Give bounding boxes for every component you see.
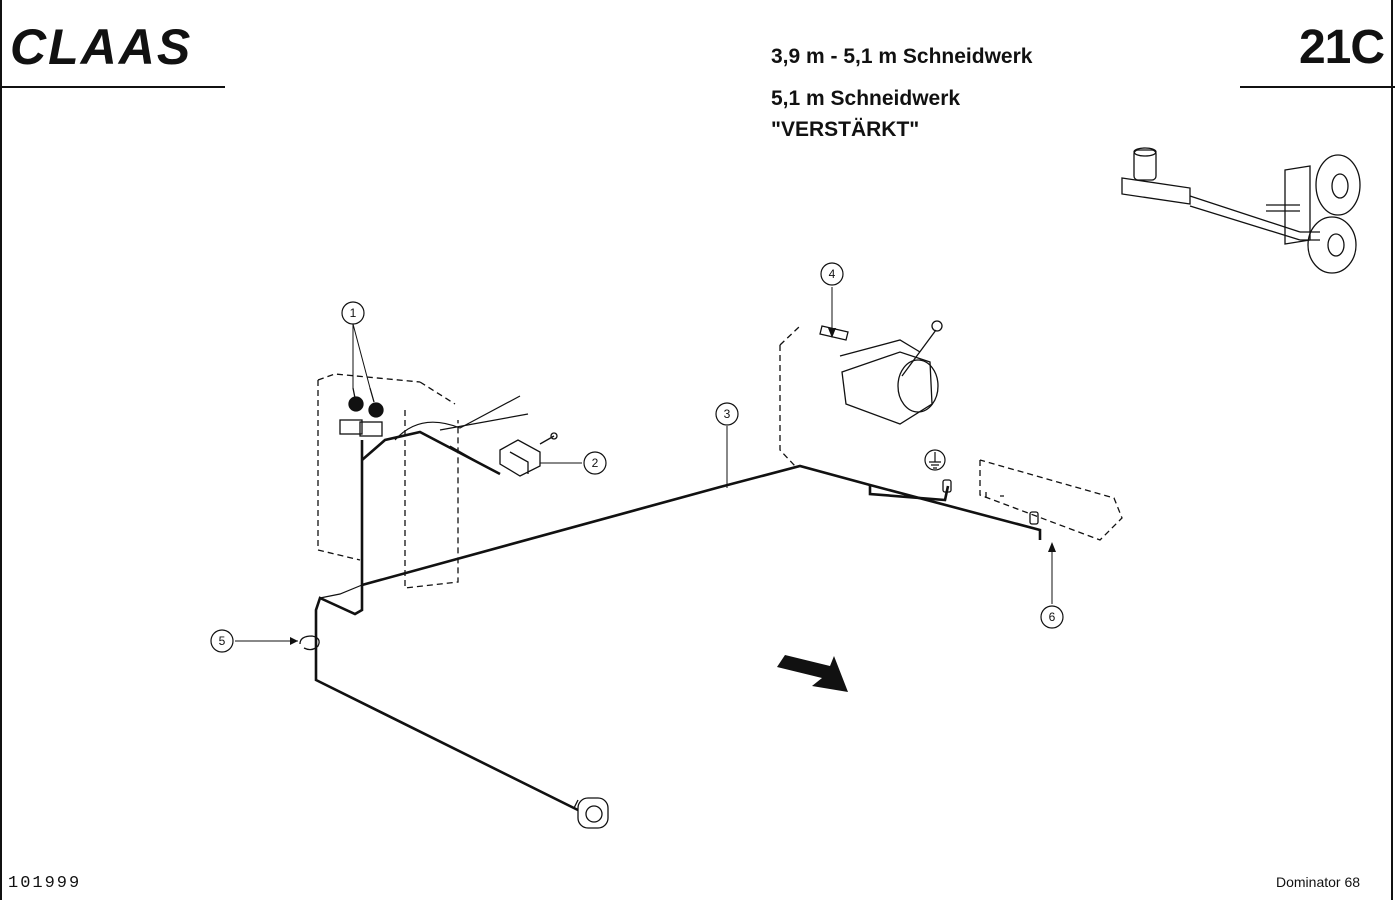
- wiring-harness: [314, 430, 1042, 818]
- logo-text: CLAAS: [10, 19, 192, 70]
- header-rule-left: [0, 86, 225, 88]
- callout-5: 5: [210, 629, 234, 653]
- header-rule-right: [1240, 86, 1395, 88]
- callout-5-label: 5: [219, 634, 226, 648]
- toggle-switch: [499, 432, 558, 477]
- harness-branches: [319, 395, 529, 599]
- callout-4-label: 4: [829, 267, 836, 281]
- callout-6-label: 6: [1049, 610, 1056, 624]
- title-line-1: 3,9 m - 5,1 m Schneidwerk: [771, 45, 1033, 68]
- page-number: 21C: [1298, 21, 1385, 74]
- leader-arrowheads: [290, 328, 1056, 645]
- right-panel-outline: [779, 325, 1123, 541]
- model-name: Dominator 68: [1276, 874, 1361, 890]
- callout-2-label: 2: [592, 456, 599, 470]
- callout-1: 1: [341, 301, 365, 325]
- title-line-3: "VERSTÄRKT": [771, 118, 920, 141]
- callout-4: 4: [820, 262, 844, 286]
- ground-symbol-icon: [924, 449, 946, 471]
- harness-plug: [573, 797, 609, 829]
- cable-clip: [299, 635, 320, 651]
- title-line-2: 5,1 m Schneidwerk: [771, 87, 961, 110]
- callout-3: 3: [715, 402, 739, 426]
- frame-left-border: [0, 0, 2, 900]
- leader-lines: [235, 287, 1053, 642]
- frame-right-border: [1391, 0, 1393, 900]
- callout-1-label: 1: [350, 306, 357, 320]
- left-panel-outline: [317, 373, 459, 589]
- callout-2: 2: [583, 451, 607, 475]
- callout-6: 6: [1040, 605, 1064, 629]
- claas-logo: CLAAS: [10, 19, 192, 70]
- callout-3-label: 3: [724, 407, 731, 421]
- relay-component: [339, 387, 384, 437]
- drawing-number: 101999: [8, 874, 82, 893]
- sensor-connector: [942, 479, 1039, 525]
- electric-motor: [819, 320, 943, 425]
- shaft-assembly-illustration: [1121, 147, 1361, 274]
- direction-arrow-icon: [777, 655, 848, 692]
